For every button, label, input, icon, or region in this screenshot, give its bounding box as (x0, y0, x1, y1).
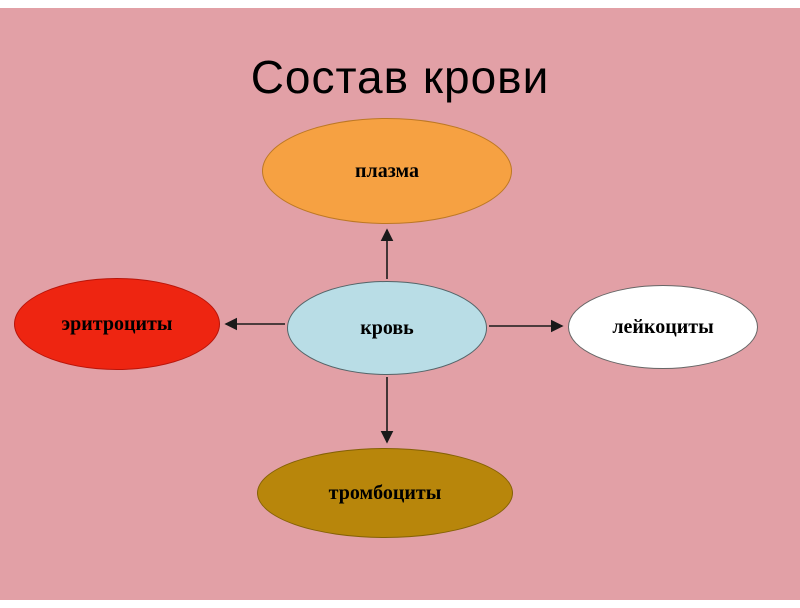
node-plasma: плазма (262, 118, 512, 224)
slide-title: Состав крови (250, 51, 550, 103)
node-thrombocytes: тромбоциты (257, 448, 513, 538)
slide-background: Состав крови плазма эритроциты кровь лей… (0, 8, 800, 600)
node-thrombocytes-label: тромбоциты (328, 481, 442, 504)
node-erythrocytes: эритроциты (14, 278, 220, 370)
node-plasma-label: плазма (355, 159, 419, 182)
node-blood-center: кровь (287, 281, 487, 375)
node-erythrocytes-label: эритроциты (61, 312, 173, 335)
node-leukocytes: лейкоциты (568, 285, 758, 369)
node-leukocytes-label: лейкоциты (612, 315, 714, 338)
node-blood-label: кровь (360, 316, 414, 339)
